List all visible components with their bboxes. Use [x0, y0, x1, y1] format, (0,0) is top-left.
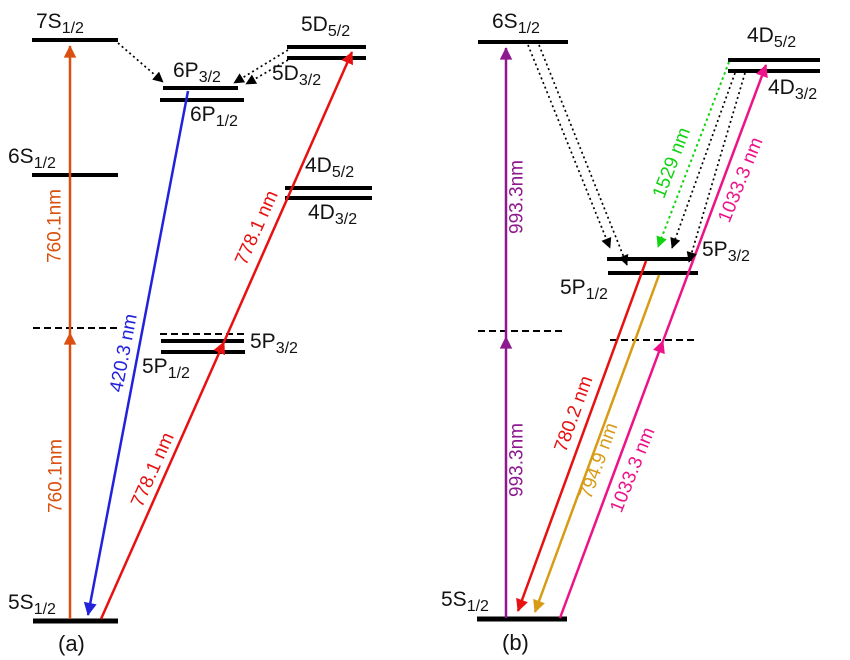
label-4d52-a-main: 4D: [305, 154, 332, 177]
label-6p32-a-sub: 3/2: [198, 69, 221, 86]
label-6p32-a-main: 6P: [173, 59, 199, 82]
label-6s12-a-sub: 1/2: [33, 155, 56, 172]
arrow-1033nm-upper-segment: [661, 64, 768, 342]
label-6p12-a-main: 6P: [190, 103, 216, 126]
arrow-794nm: [533, 274, 661, 613]
label-6s12-a: 6S1/2: [8, 146, 56, 172]
wavelength-760nm-lower: 760.1nm: [45, 439, 67, 513]
label-4d32-b-main: 4D: [768, 76, 795, 99]
label-5p12-b-sub: 1/2: [585, 286, 608, 303]
label-5p32-a-sub: 3/2: [275, 340, 298, 357]
label-4d32-b-sub: 3/2: [794, 86, 818, 103]
label-5s12-b-sub: 1/2: [466, 598, 489, 615]
decay-6s-to-5p32: [527, 44, 612, 249]
decay-6s-to-5p12: [538, 44, 629, 266]
label-5d32-a-sub: 3/2: [298, 72, 322, 89]
wavelength-993nm-lower: 993.3nm: [506, 423, 528, 497]
decay-5d52-to-6p32: [233, 49, 289, 84]
arrow-780nm: [516, 260, 648, 612]
label-6s12-b: 6S1/2: [492, 11, 540, 37]
label-6s12-a-main: 6S: [8, 145, 34, 168]
decay-7s-to-6p32: [117, 42, 164, 83]
label-5s12-b: 5S1/2: [441, 589, 489, 615]
label-5d52-a-main: 5D: [301, 13, 328, 36]
label-5p32-a: 5P3/2: [250, 331, 298, 357]
label-4d32-a-main: 4D: [308, 201, 335, 224]
arrow-778nm-upper-segment: [222, 51, 354, 343]
label-5s12-a: 5S1/2: [8, 592, 56, 618]
label-6s12-b-main: 6S: [492, 10, 518, 33]
panel-a-caption: (a): [58, 631, 85, 656]
wavelength-993nm-upper: 993.3nm: [506, 160, 528, 234]
label-5p32-a-main: 5P: [250, 330, 276, 353]
label-5p32-b-sub: 3/2: [727, 248, 750, 265]
arrow-778nm-lower-segment: [99, 341, 226, 620]
label-6s12-b-sub: 1/2: [517, 20, 540, 37]
arrow-1529nm-dotted: [656, 61, 730, 248]
label-4d52-b-sub: 5/2: [773, 34, 797, 51]
label-4d52-b: 4D5/2: [747, 25, 796, 51]
label-5p12-a-sub: 1/2: [167, 365, 190, 382]
decay-4d-to-5p32: [670, 72, 736, 249]
label-5s12-b-main: 5S: [441, 588, 467, 611]
wavelength-760nm-upper: 760.1nm: [44, 189, 66, 263]
label-4d32-a-sub: 3/2: [334, 211, 358, 228]
label-6p12-a-sub: 1/2: [215, 113, 238, 130]
label-4d52-a: 4D5/2: [305, 155, 354, 181]
label-7s12-a: 7S1/2: [36, 11, 84, 37]
label-5p12-b-main: 5P: [560, 276, 586, 299]
decay-5d32-to-6p32: [245, 59, 289, 85]
label-7s12-a-main: 7S: [36, 10, 62, 33]
label-5p32-b: 5P3/2: [702, 239, 750, 265]
label-4d52-b-main: 4D: [747, 24, 774, 47]
label-5p32-b-main: 5P: [702, 238, 728, 261]
label-5d52-a: 5D5/2: [301, 14, 350, 40]
label-5p12-a: 5P1/2: [142, 356, 190, 382]
label-6p12-a: 6P1/2: [190, 104, 238, 130]
label-5p12-b: 5P1/2: [560, 277, 608, 303]
label-4d32-b: 4D3/2: [768, 77, 817, 103]
arrow-1033nm-lower-segment: [558, 340, 665, 619]
label-5p12-a-main: 5P: [142, 355, 168, 378]
label-5s12-a-main: 5S: [8, 591, 34, 614]
panel-b-caption: (b): [502, 630, 529, 655]
label-4d32-a: 4D3/2: [308, 202, 357, 228]
arrow-420nm: [83, 90, 190, 616]
label-5d52-a-sub: 5/2: [327, 23, 351, 40]
label-5s12-a-sub: 1/2: [33, 601, 56, 618]
label-7s12-a-sub: 1/2: [61, 20, 84, 37]
label-4d52-a-sub: 5/2: [331, 164, 355, 181]
label-5d32-a-main: 5D: [272, 62, 299, 85]
label-5d32-a: 5D3/2: [272, 63, 321, 89]
label-6p32-a: 6P3/2: [173, 60, 221, 86]
